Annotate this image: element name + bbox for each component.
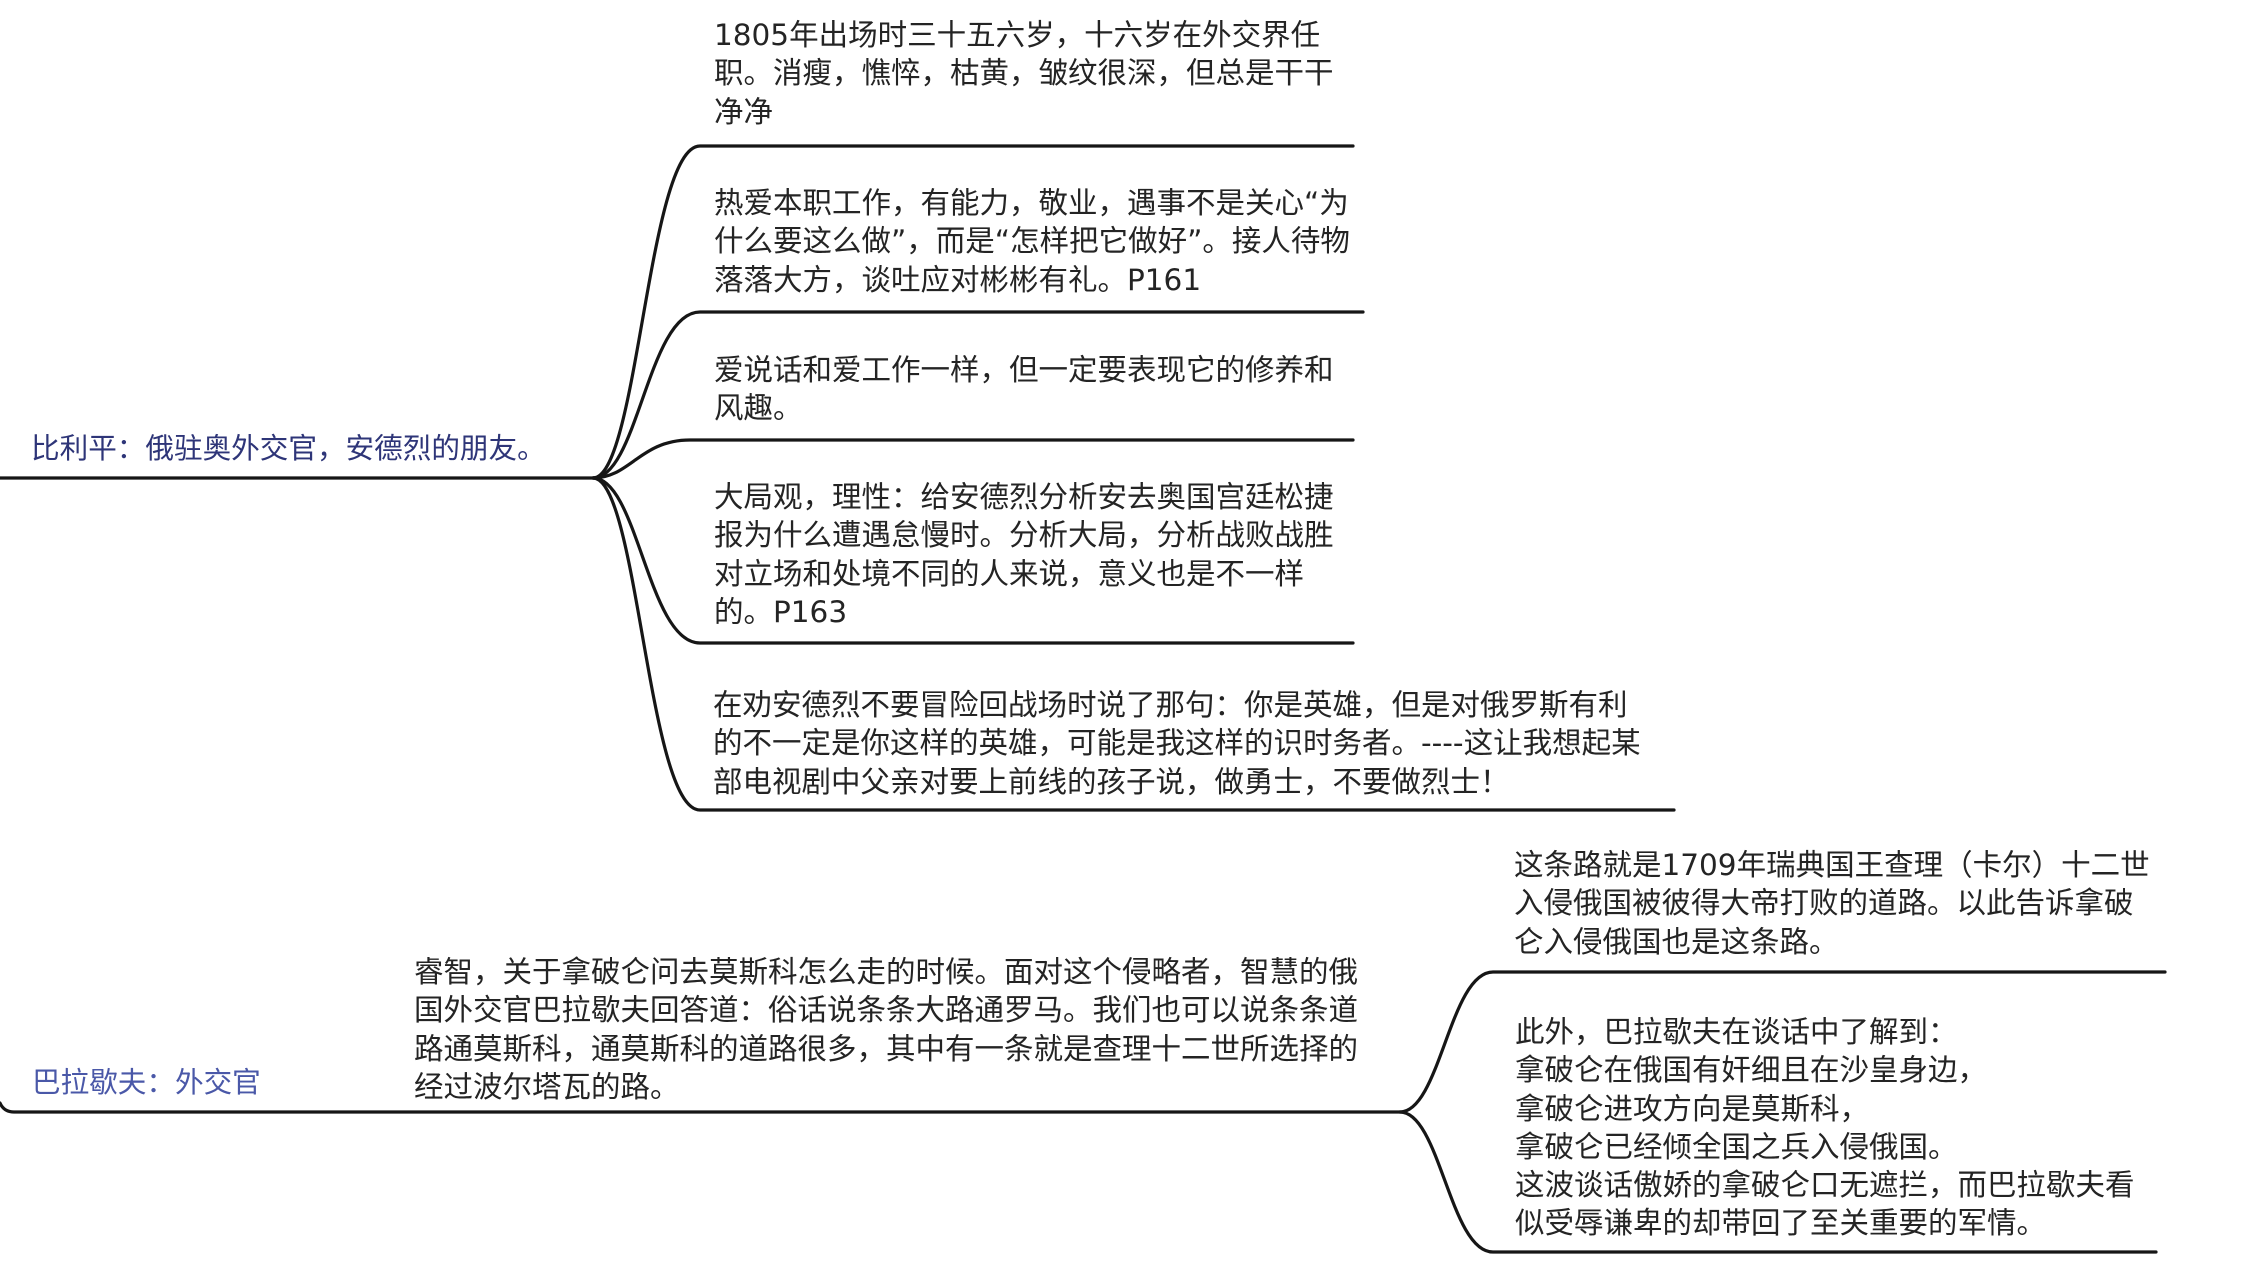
connector-main-balashov	[0, 1101, 1402, 1114]
subtopic-balashov-charles-xii-road[interactable]: 这条路就是1709年瑞典国王查理（卡尔）十二世 入侵俄国被彼得大帝打败的道路。以…	[1514, 846, 2150, 961]
connector-bilibin-child-1	[591, 144, 1355, 480]
subtopic-text-line: 路通莫斯科，通莫斯科的道路很多，其中有一条就是查理十二世所选择的	[414, 1031, 1359, 1066]
subtopic-text-line: 这条路就是1709年瑞典国王查理（卡尔）十二世	[1514, 848, 2150, 882]
subtopic-text-line: 拿破仑已经倾全国之兵入侵俄国。	[1515, 1129, 1958, 1164]
subtopic-text-line: 大局观，理性：给安德烈分析安去奥国宫廷松捷	[714, 480, 1334, 514]
subtopic-text-line: 对立场和处境不同的人来说，意义也是不一样	[714, 556, 1305, 591]
subtopic-bilibin-big-picture[interactable]: 大局观，理性：给安德烈分析安去奥国宫廷松捷 报为什么遭遇怠慢时。分析大局，分析战…	[714, 478, 1334, 631]
subtopic-text-line: 报为什么遭遇怠慢时。分析大局，分析战败战胜	[714, 518, 1334, 553]
subtopic-text-line: 职。消瘦，憔悴，枯黄，皱纹很深，但总是干干	[714, 56, 1334, 91]
subtopic-text-line: 仑入侵俄国也是这条路。	[1514, 924, 1839, 959]
subtopic-text-line: 此外，巴拉歇夫在谈话中了解到：	[1515, 1015, 1958, 1049]
connector-balashov-child-1	[1398, 970, 2167, 1114]
subtopic-bilibin-conversation[interactable]: 爱说话和爱工作一样，但一定要表现它的修养和 风趣。	[714, 351, 1334, 428]
subtopic-bilibin-work-ethic[interactable]: 热爱本职工作，有能力，敬业，遇事不是关心“为 什么要这么做”，而是“怎样把它做好…	[714, 184, 1350, 299]
subtopic-text-line: 热爱本职工作，有能力，敬业，遇事不是关心“为	[714, 186, 1349, 220]
connector-bilibin-child-5	[591, 476, 1676, 812]
subtopic-text-line: 入侵俄国被彼得大帝打败的道路。以此告诉拿破	[1514, 886, 2134, 921]
subtopic-balashov-intelligence[interactable]: 此外，巴拉歇夫在谈话中了解到： 拿破仑在俄国有奸细且在沙皇身边， 拿破仑进攻方向…	[1515, 1013, 2135, 1243]
connector-bilibin-child-4	[591, 476, 1355, 645]
connector-balashov-child-2	[1398, 1110, 2158, 1254]
subtopic-text-line: 什么要这么做”，而是“怎样把它做好”。接人待物	[714, 224, 1350, 259]
subtopic-text-line: 爱说话和爱工作一样，但一定要表现它的修养和	[714, 353, 1334, 387]
subtopic-text-line: 似受辱谦卑的却带回了至关重要的军情。	[1515, 1206, 2047, 1241]
subtopic-text-line: 国外交官巴拉歇夫回答道：俗话说条条大路通罗马。我们也可以说条条道	[414, 993, 1359, 1028]
connector-bilibin-child-3	[591, 438, 1355, 480]
subtopic-text-line: 的。P163	[714, 594, 848, 629]
topic-label: 比利平：俄驻奥外交官，安德烈的朋友。	[31, 431, 546, 465]
subtopic-text-line: 拿破仑进攻方向是莫斯科，	[1515, 1091, 1870, 1126]
subtopic-text-line: 在劝安德烈不要冒险回战场时说了那句：你是英雄，但是对俄罗斯有利	[713, 688, 1628, 722]
subtopic-text-line: 睿智，关于拿破仑问去莫斯科怎么走的时候。面对这个侵略者，智慧的俄	[414, 955, 1359, 989]
subtopic-text-line: 落落大方，谈吐应对彬彬有礼。P161	[714, 262, 1202, 297]
subtopic-bilibin-appearance[interactable]: 1805年出场时三十五六岁，十六岁在外交界任 职。消瘦，憔悴，枯黄，皱纹很深，但…	[714, 16, 1334, 131]
topic-label: 巴拉歇夫：外交官	[32, 1065, 261, 1099]
subtopic-text-line: 拿破仑在俄国有奸细且在沙皇身边，	[1515, 1053, 1988, 1088]
subtopic-text-line: 1805年出场时三十五六岁，十六岁在外交界任	[714, 18, 1321, 52]
subtopic-text-line: 的不一定是你这样的英雄，可能是我这样的识时务者。----这让我想起某	[713, 726, 1641, 761]
subtopic-text-line: 净净	[714, 94, 774, 129]
subtopic-text-line: 部电视剧中父亲对要上前线的孩子说，做勇士，不要做烈士！	[713, 764, 1510, 799]
subtopic-balashov-wisdom[interactable]: 睿智，关于拿破仑问去莫斯科怎么走的时候。面对这个侵略者，智慧的俄 国外交官巴拉歇…	[414, 953, 1358, 1106]
subtopic-bilibin-hero-quote[interactable]: 在劝安德烈不要冒险回战场时说了那句：你是英雄，但是对俄罗斯有利 的不一定是你这样…	[713, 686, 1641, 801]
subtopic-text-line: 这波谈话傲娇的拿破仑口无遮拦，而巴拉歇夫看	[1515, 1168, 2135, 1203]
topic-bilibin[interactable]: 比利平：俄驻奥外交官，安德烈的朋友。	[31, 429, 546, 467]
connector-bilibin-child-2	[591, 310, 1365, 480]
topic-balashov[interactable]: 巴拉歇夫：外交官	[32, 1063, 261, 1101]
subtopic-text-line: 风趣。	[714, 391, 803, 426]
subtopic-text-line: 经过波尔塔瓦的路。	[414, 1069, 680, 1104]
